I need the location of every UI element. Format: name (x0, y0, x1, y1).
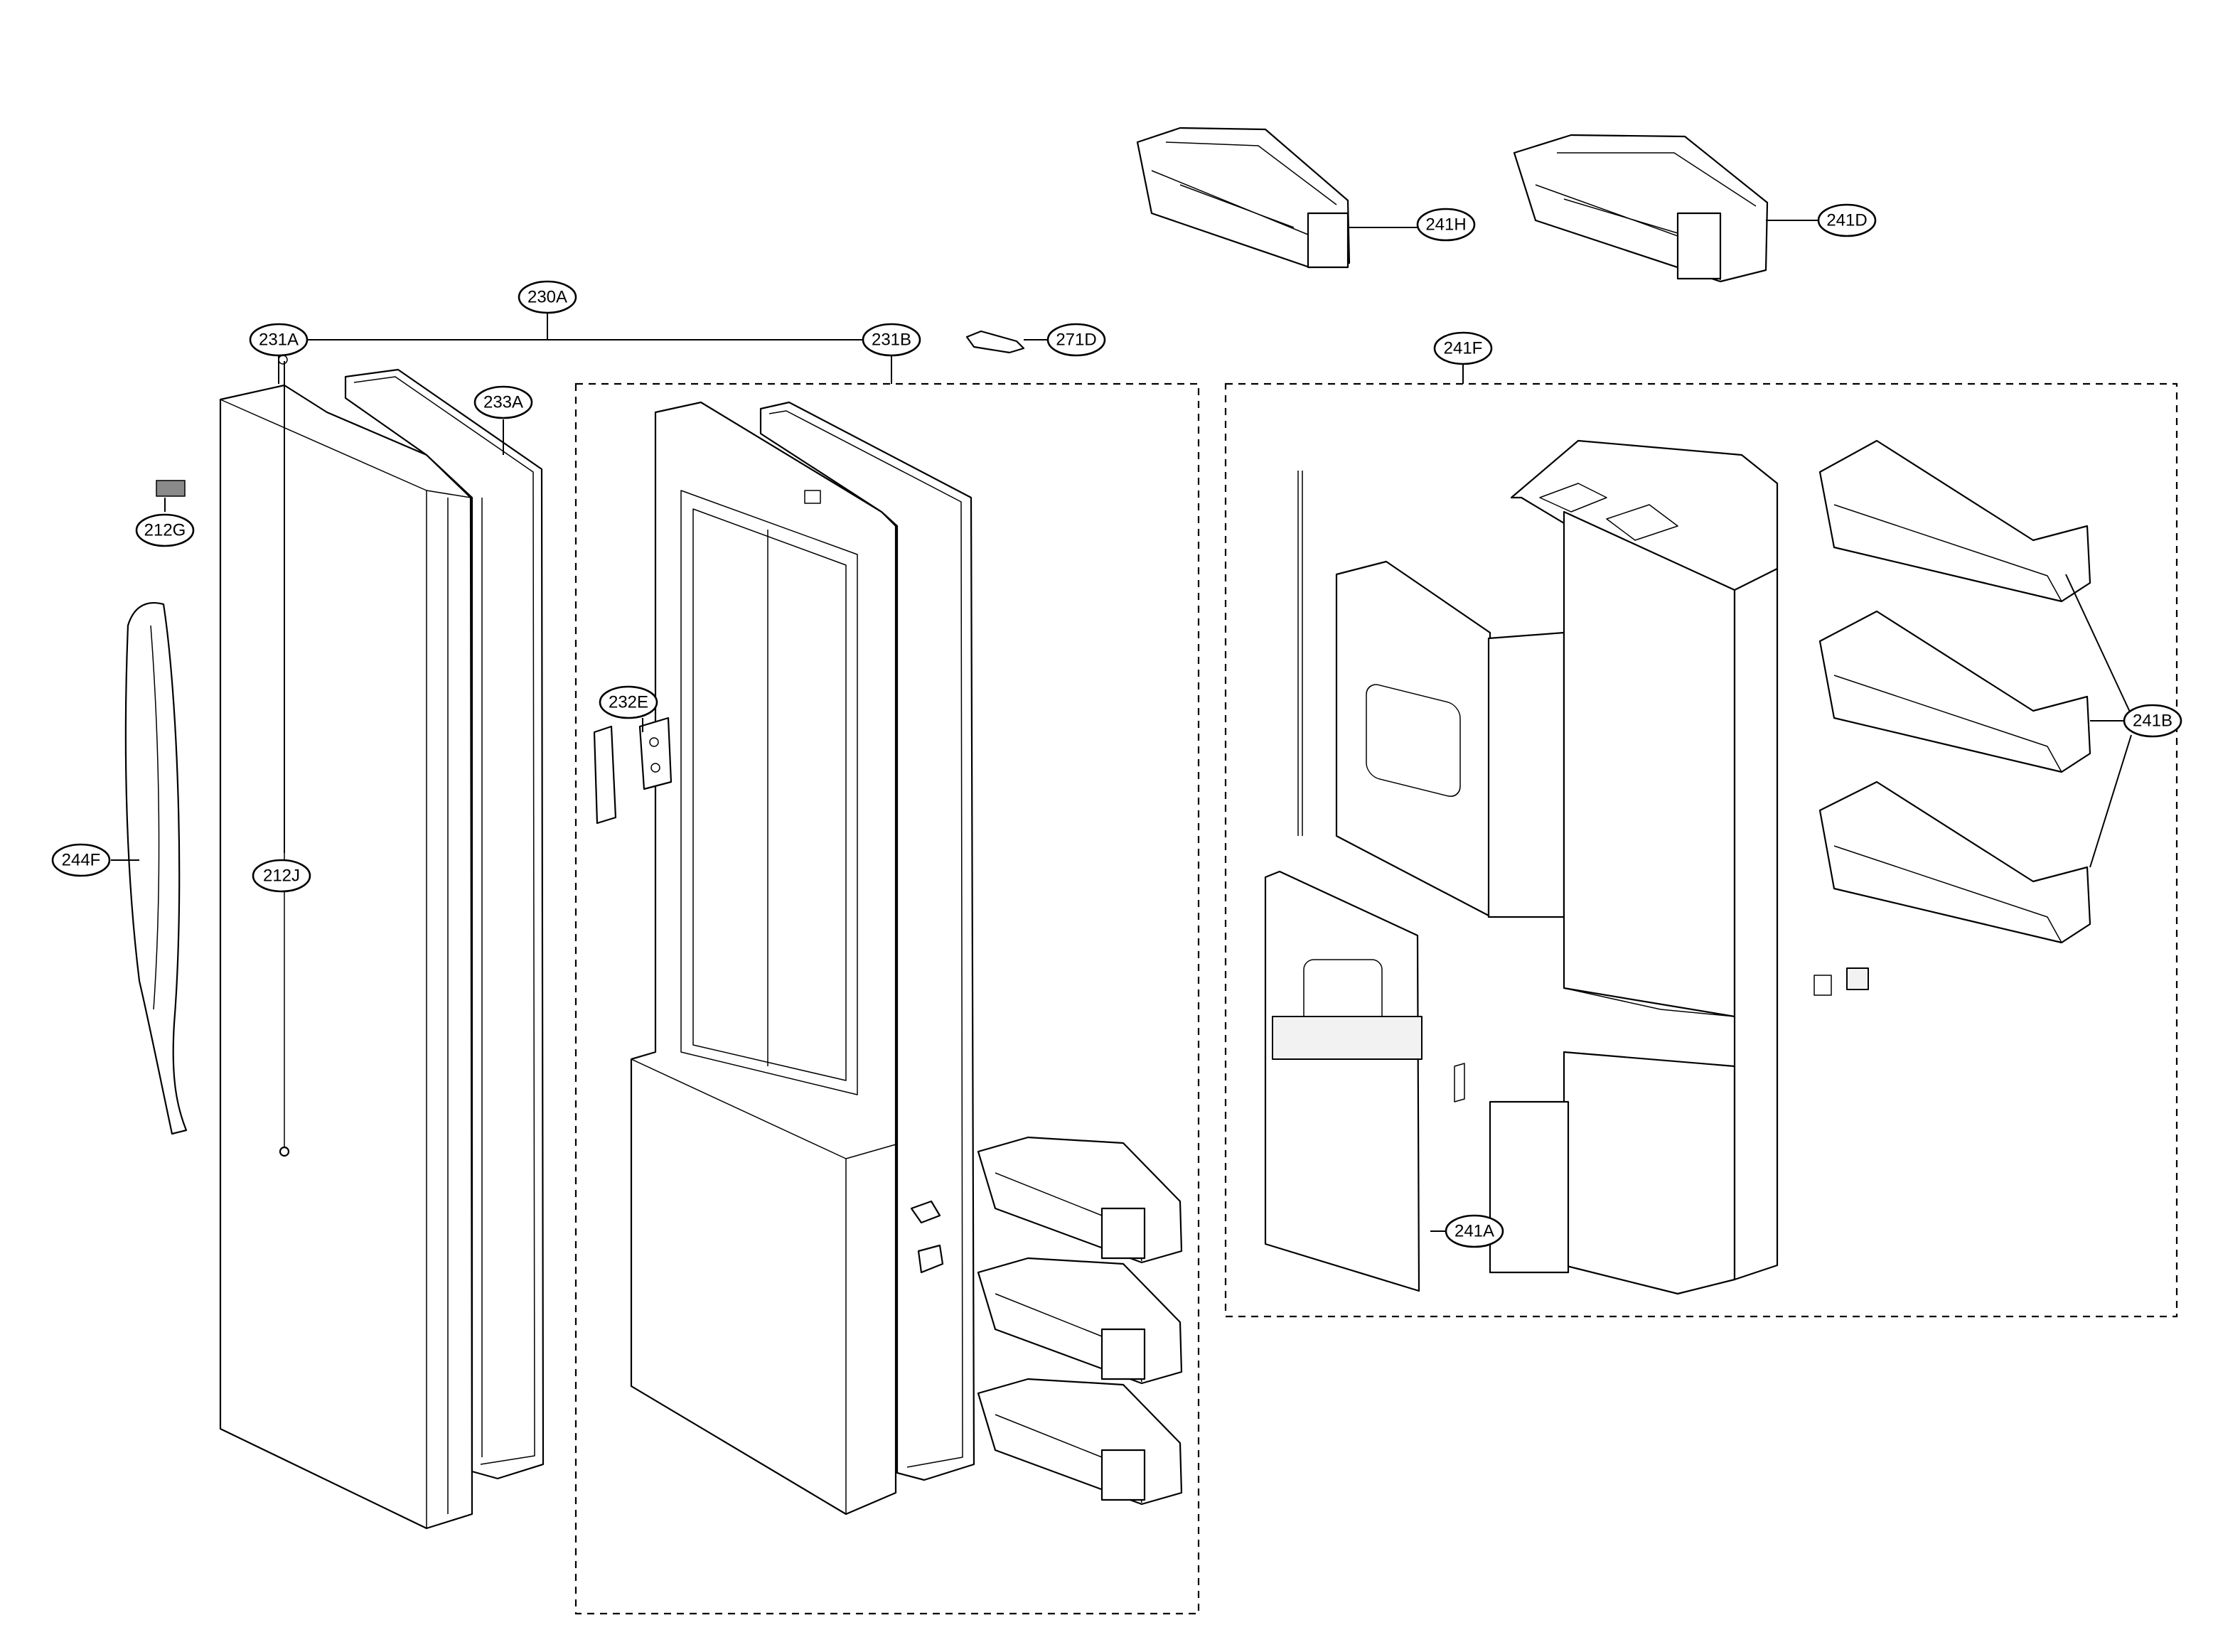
bins-241b (1813, 439, 2091, 996)
door-bin-middle (977, 1257, 1183, 1385)
callout-241b-label: 241B (2133, 712, 2173, 731)
callout-241a: 241A (1445, 1214, 1504, 1248)
callout-232e-label: 232E (609, 693, 648, 712)
inner-door-241f (1297, 439, 1779, 1295)
door-clip-parts (910, 1200, 944, 1274)
callout-244f-label: 244F (62, 851, 101, 870)
callout-241d: 241D (1817, 203, 1877, 237)
callout-241a-label: 241A (1454, 1222, 1494, 1241)
callout-230a-label: 230A (527, 288, 567, 307)
callout-241b: 241B (2123, 704, 2182, 738)
door-231b (630, 401, 897, 1516)
door-bin-top (977, 1136, 1183, 1264)
hinge-232e (593, 717, 673, 825)
callout-212g-label: 212G (144, 521, 186, 540)
callout-231b-label: 231B (872, 331, 911, 350)
callout-231a: 231A (249, 323, 309, 357)
callout-232e: 232E (599, 685, 658, 719)
callout-231a-label: 231A (259, 331, 299, 350)
callout-241f: 241F (1433, 331, 1493, 365)
bin-241d (1513, 134, 1769, 283)
callout-244f: 244F (51, 843, 111, 877)
tray-241a (1264, 870, 1570, 1292)
callout-231b: 231B (862, 323, 921, 357)
callout-212j: 212J (252, 859, 311, 893)
gasket-233a (344, 368, 545, 1480)
bin-241h (1136, 127, 1351, 269)
handle-244f (124, 602, 188, 1135)
callout-212j-label: 212J (263, 867, 300, 886)
door-bin-bottom (977, 1378, 1183, 1506)
door-231a (219, 355, 473, 1530)
callout-241d-label: 241D (1826, 211, 1867, 230)
callout-271d-label: 271D (1056, 331, 1096, 350)
part-271d (965, 330, 1025, 354)
door-assembly-231b-group-box (574, 382, 1200, 1615)
leader-lines (111, 220, 2133, 1232)
callout-241h-label: 241H (1425, 215, 1466, 235)
callout-233a-label: 233A (483, 393, 523, 412)
callout-271d: 271D (1046, 323, 1106, 357)
callout-241f-label: 241F (1444, 339, 1483, 358)
callout-241h: 241H (1416, 208, 1476, 242)
callout-230a: 230A (518, 280, 577, 314)
callout-233a: 233A (473, 385, 533, 419)
badge-212g (156, 480, 186, 497)
callout-212g: 212G (135, 513, 195, 547)
inner-door-241f-group-box (1224, 382, 2178, 1318)
